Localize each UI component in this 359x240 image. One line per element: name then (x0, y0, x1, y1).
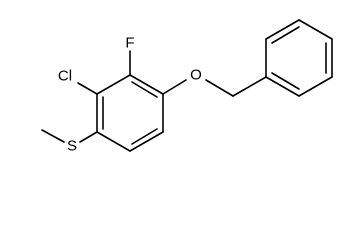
bond-ch2-phenyl (232, 76, 267, 97)
double-bond-p6-p1 (271, 72, 300, 90)
double-bond-c3-c4 (131, 128, 158, 145)
bond-c3-c4 (129, 131, 164, 152)
bond-o-ch2 (205, 79, 234, 97)
bond-p2-p3 (265, 19, 300, 40)
central-ring (96, 74, 164, 152)
bond-c6-cl (77, 82, 98, 95)
double-bond-c1-c2 (131, 81, 158, 98)
chlorine-label: Cl (58, 68, 72, 85)
double-bond-p2-p3 (271, 26, 300, 44)
sulfur-label: S (67, 138, 77, 155)
bond-c2-o (162, 79, 187, 95)
bond-c1-c2 (129, 74, 164, 95)
fluorine-label: F (125, 35, 134, 52)
bond-p6-p1 (265, 76, 300, 97)
bond-c5-s (79, 131, 98, 143)
bond-p5-p6 (298, 76, 333, 97)
bond-s-methyl (41, 129, 65, 143)
oxygen-label: O (190, 67, 202, 84)
bond-c4-c5 (96, 131, 131, 152)
chemical-structure: F Cl O S (41, 19, 333, 155)
bond-p3-p4 (298, 19, 333, 40)
bond-c6-c1 (96, 74, 131, 95)
phenyl-ring (265, 19, 333, 97)
